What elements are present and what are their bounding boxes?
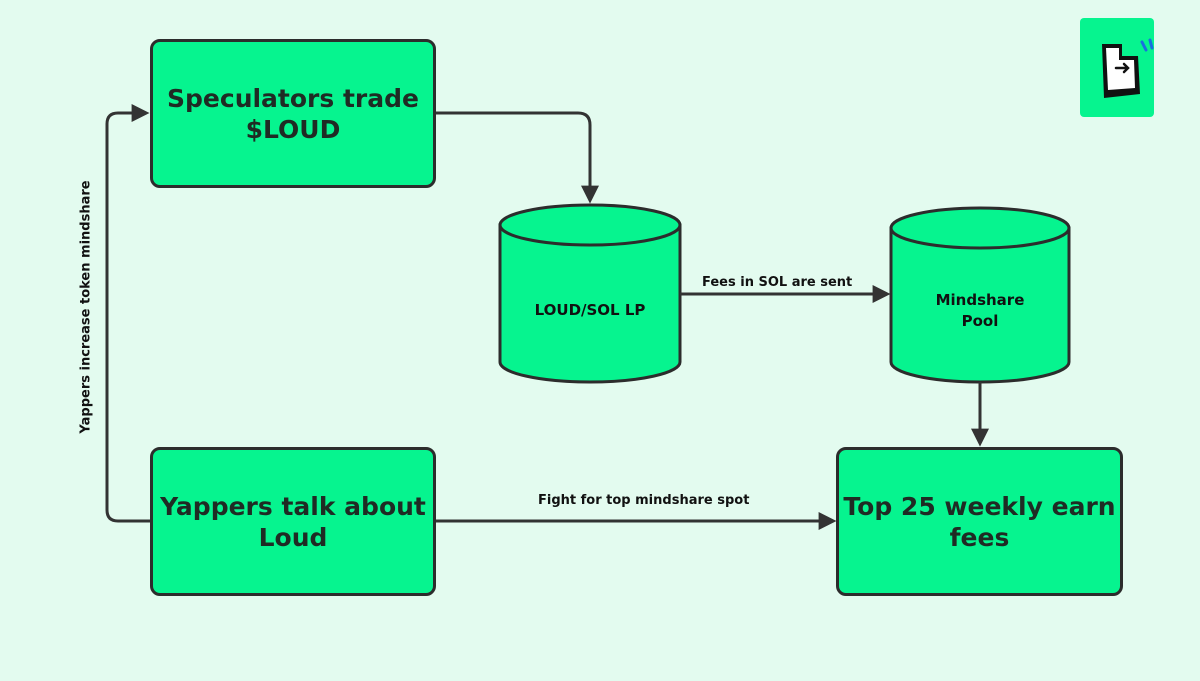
speculators-node: Speculators trade $LOUD xyxy=(150,39,436,188)
mindshare-pool-cylinder xyxy=(889,206,1071,384)
top25-line-2: fees xyxy=(949,522,1010,552)
top25-node: Top 25 weekly earn fees xyxy=(836,447,1123,596)
yappers-increase-edge-label: Yappers increase token mindshare xyxy=(78,180,94,434)
yappers-line-1: Yappers talk about xyxy=(160,491,426,521)
speculators-to-lp-arrow xyxy=(435,111,599,204)
mindshare-pool-line-1: Mindshare xyxy=(935,291,1025,309)
mindshare-pool-line-2: Pool xyxy=(961,312,999,330)
mindshare-pool-label: Mindshare Pool xyxy=(891,290,1069,332)
top25-line-1: Top 25 weekly earn xyxy=(843,491,1116,521)
yappers-line-2: Loud xyxy=(258,522,328,552)
yappers-to-speculators-arrow xyxy=(105,104,150,523)
logo xyxy=(1080,18,1154,117)
fees-edge-label: Fees in SOL are sent xyxy=(702,275,853,290)
lp-cylinder xyxy=(498,203,682,384)
speculators-line-1: Speculators trade xyxy=(167,83,419,113)
yappers-node: Yappers talk about Loud xyxy=(150,447,436,596)
fight-edge-label: Fight for top mindshare spot xyxy=(538,493,750,508)
lp-label: LOUD/SOL LP xyxy=(534,301,646,319)
arrow-into-box-logo xyxy=(1102,38,1154,98)
speculators-line-2: $LOUD xyxy=(245,114,341,144)
